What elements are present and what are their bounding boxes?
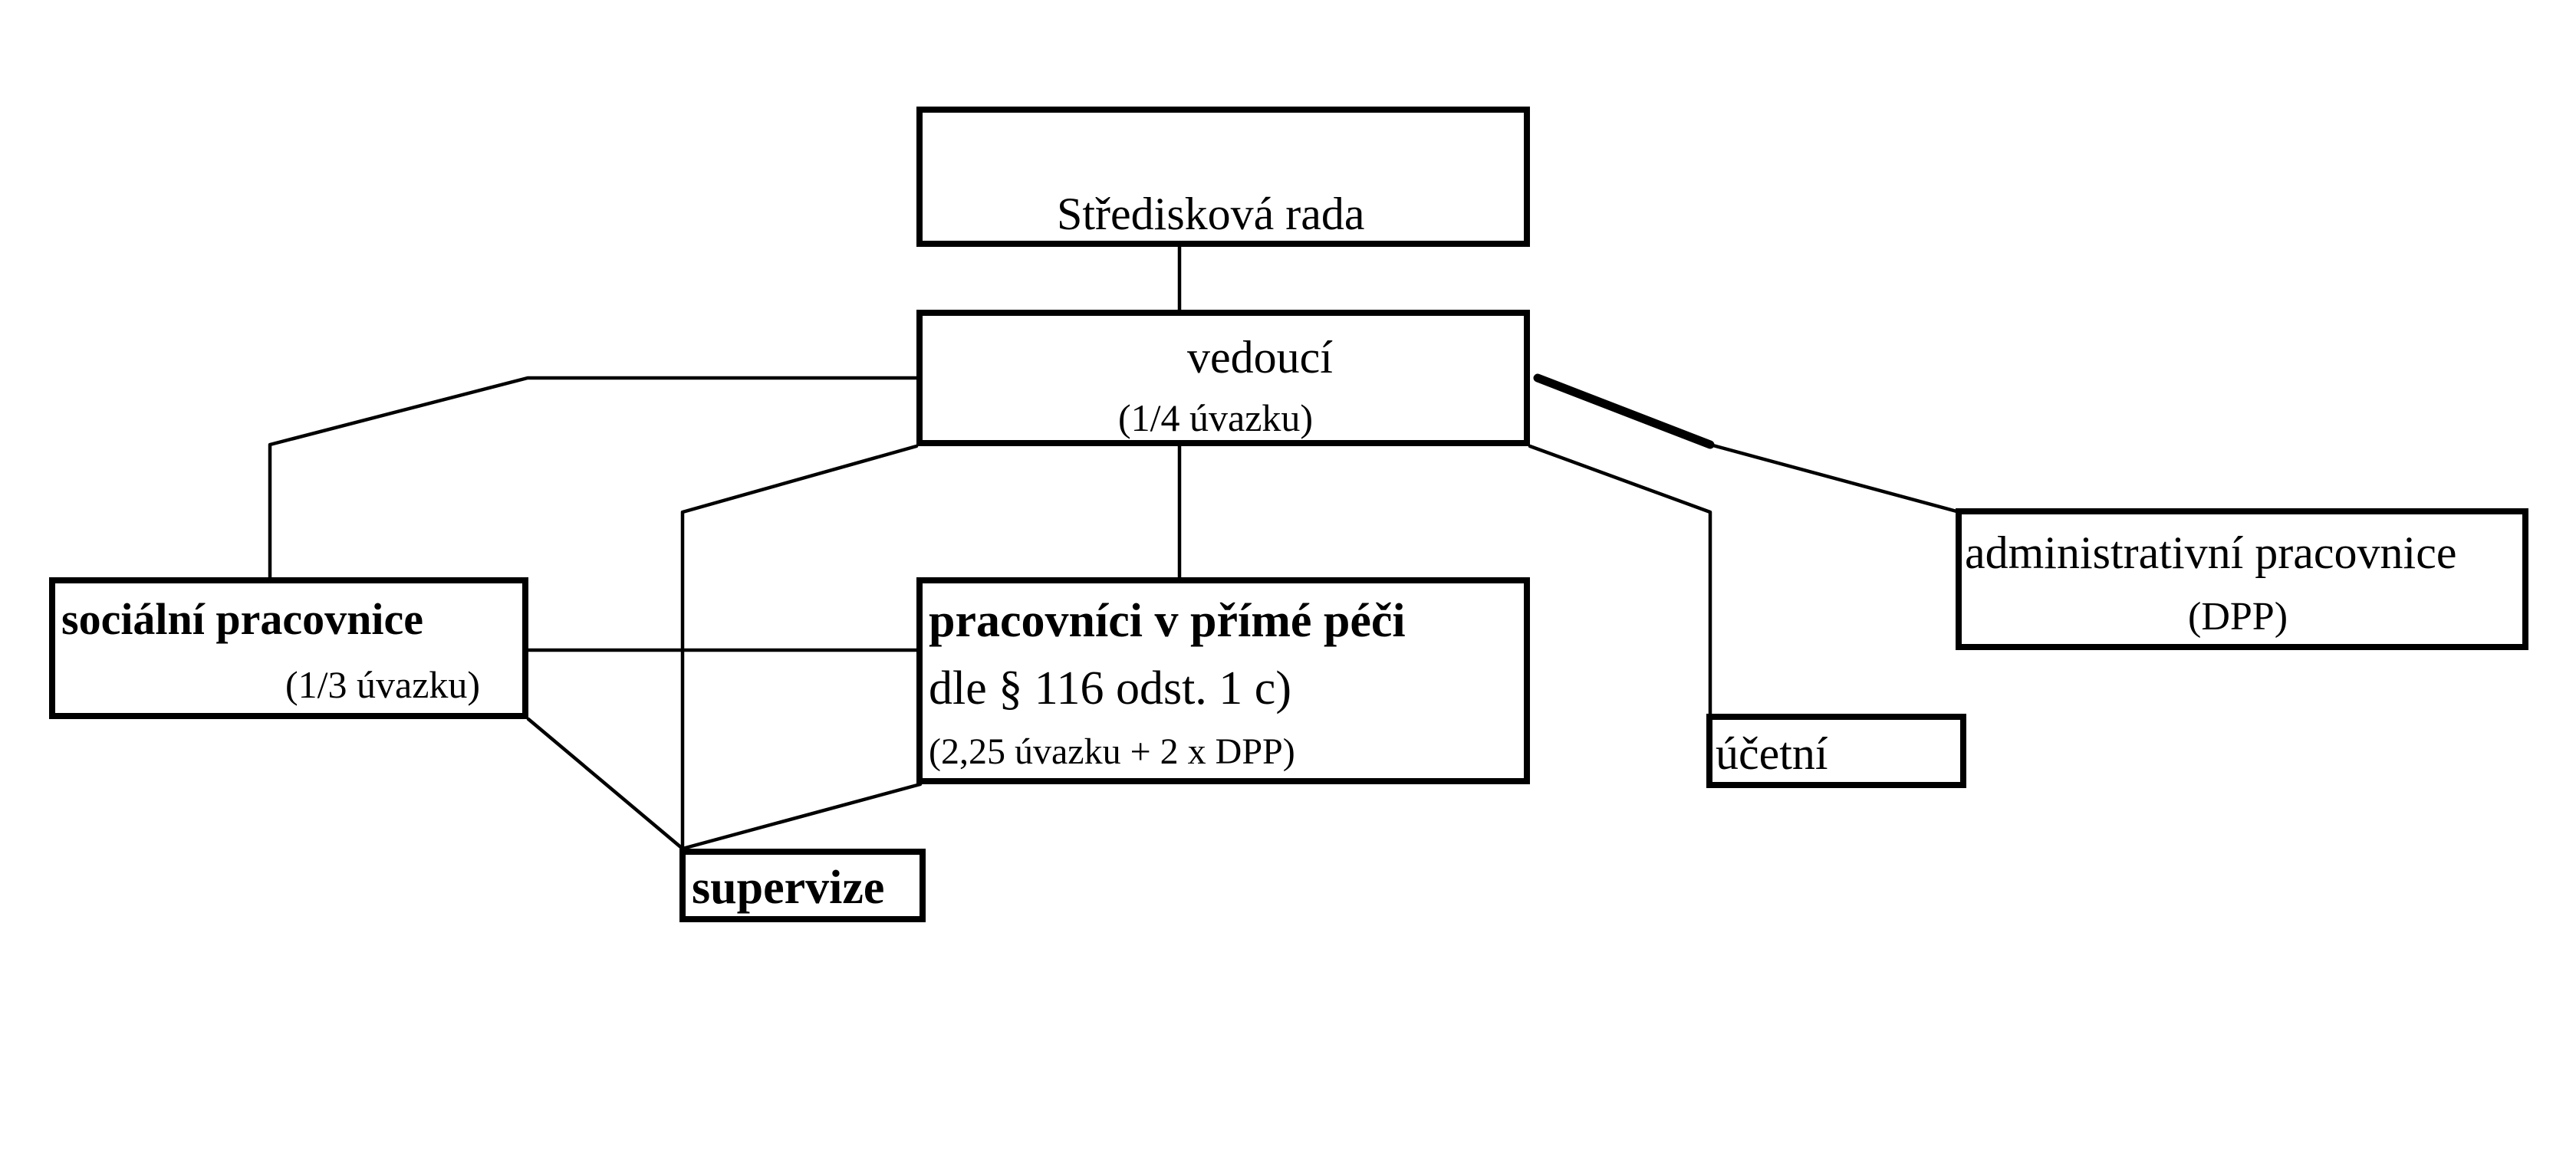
edge-vedouci-ucetni	[1528, 444, 1712, 716]
node-detail: (1/3 úvazku)	[285, 663, 481, 706]
edge-vedouci-admin	[1708, 442, 1962, 514]
edge-vedouci-supervize	[680, 444, 919, 851]
node-title: Středisková rada	[1057, 189, 1365, 239]
node-strediskova-rada: Středisková rada	[916, 107, 1530, 247]
node-detail: (1/4 úvazku)	[1118, 396, 1314, 439]
edge-socialni-supervize	[526, 717, 685, 851]
node-title: vedoucí	[1187, 332, 1333, 383]
edge-vedouci-socialni	[268, 376, 919, 580]
node-detail: (2,25 úvazku + 2 x DPP)	[929, 731, 1295, 772]
edge-primi-supervize	[680, 782, 923, 851]
node-supervize: supervize	[679, 849, 926, 922]
node-vedouci: vedoucí (1/4 úvazku)	[916, 310, 1530, 446]
node-detail: (DPP)	[2188, 595, 2288, 639]
edge-vedouci-admin-thick	[1533, 373, 1715, 449]
node-pracovnici-v-prime-peci: pracovníci v přímé péči dle § 116 odst. …	[916, 577, 1530, 784]
node-title: účetní	[1716, 728, 1828, 779]
node-title: administrativní pracovnice	[1965, 527, 2457, 578]
node-subtitle: dle § 116 odst. 1 c)	[929, 662, 1291, 714]
node-socialni-pracovnice: sociální pracovnice (1/3 úvazku)	[49, 577, 528, 719]
node-title: pracovníci v přímé péči	[929, 595, 1406, 647]
node-administrativni-pracovnice: administrativní pracovnice (DPP)	[1956, 508, 2528, 650]
node-title: supervize	[692, 862, 885, 914]
node-ucetni: účetní	[1706, 714, 1966, 788]
node-title: sociální pracovnice	[61, 594, 424, 644]
